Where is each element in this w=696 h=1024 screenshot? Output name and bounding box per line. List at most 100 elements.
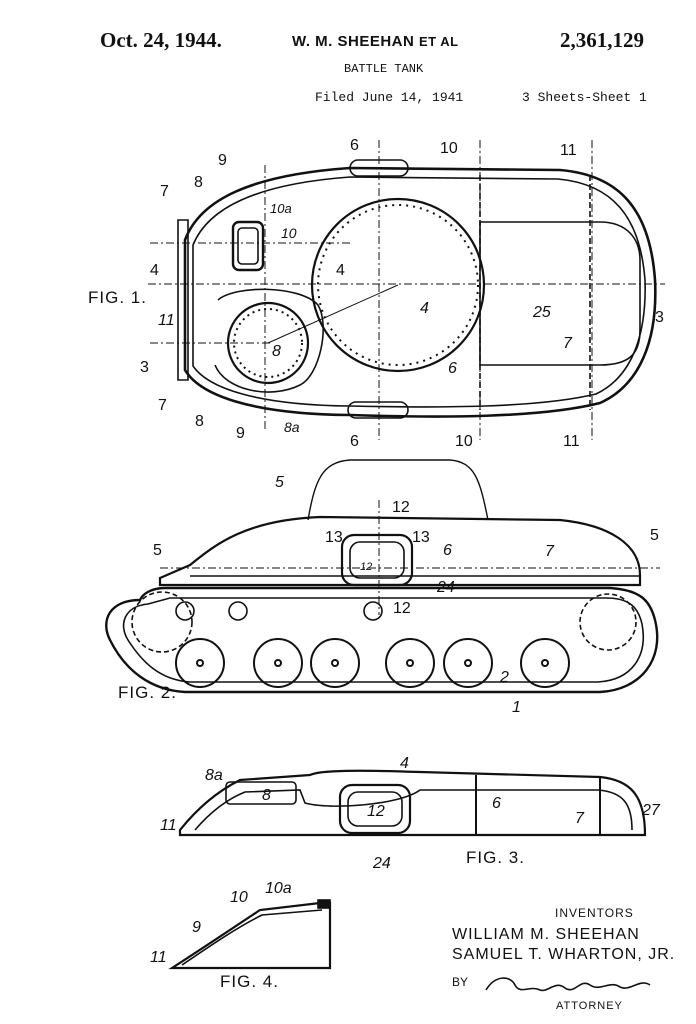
attorney-signature: [485, 977, 651, 992]
fig1-ref-8: 8: [272, 343, 281, 360]
fig4-section-inner: [181, 909, 323, 966]
fig2-label: FIG. 2.: [118, 683, 177, 702]
fig2-ref-1: 1: [512, 699, 521, 716]
fig1-ref-11-top: 11: [560, 142, 577, 159]
fig3-hatch: [338, 783, 412, 835]
inventor-name: W. M. SHEEHAN: [292, 33, 415, 50]
fig1-ref-10-top: 10: [440, 140, 458, 157]
fig3-ref-4: 4: [400, 755, 409, 772]
fig1-ref-10a: 10a: [270, 201, 292, 216]
fig1-turret-ring-inner: [317, 204, 479, 366]
fig4-flange: [317, 899, 331, 909]
inventor-header: W. M. SHEEHAN ET AL: [292, 33, 459, 50]
fig3-hatch-inner: [347, 791, 403, 827]
fig2-hatch: [340, 533, 414, 587]
fig1-ref-10: 10: [281, 225, 297, 241]
fig1-ref-4: 4: [420, 300, 429, 317]
fig1-ref-11-bottom: 11: [563, 433, 580, 450]
fig2-return-rollers: [175, 601, 383, 621]
inventor-name-1: WILLIAM M. SHEEHAN: [452, 926, 640, 943]
fig3-drawing: 8a 8 4 12 6 7 27 11 24: [160, 755, 661, 872]
fig1-label: FIG. 1.: [88, 288, 147, 307]
fig1-turret-ring: [310, 197, 486, 373]
fig1-hatch-ring: [226, 301, 310, 385]
fig4-ref-11: 11: [150, 949, 167, 966]
fig1-ref-8-bottom: 8: [195, 413, 204, 430]
fig1-hull-inner: [192, 176, 646, 408]
fig1-ref-6-bottom: 6: [350, 433, 359, 450]
fig2-ref-12-hatch: 12: [360, 561, 372, 573]
fig1-ref-3-right: 3: [655, 309, 664, 326]
filed-date: Filed June 14, 1941: [315, 90, 464, 105]
fig2-idler: [131, 591, 193, 653]
fig2-ref-2: 2: [499, 669, 509, 686]
fig1-ref-6-circled: 6: [448, 360, 457, 377]
fig2-ref-13-left: 13: [325, 529, 343, 546]
fig2-ref-6: 6: [443, 542, 452, 559]
fig3-hull-inner: [194, 789, 633, 831]
fig3-ref-12: 12: [367, 803, 385, 820]
fig1-vision-port-inner: [237, 227, 259, 265]
fig2-road-wheels: [175, 638, 570, 688]
fig1-turret-radius: [267, 284, 399, 344]
patent-number: 2,361,129: [560, 28, 644, 52]
fig4-ref-9: 9: [192, 919, 201, 936]
fig2-hull: [158, 515, 642, 587]
fig1-ref-8-top: 8: [194, 174, 203, 191]
attorney-label: ATTORNEY: [556, 1000, 623, 1012]
patent-date: Oct. 24, 1944.: [100, 28, 222, 52]
fig1-hull-outline: [183, 166, 657, 418]
fig1-hatch-inner: [233, 308, 303, 378]
fig1-ref-6-top: 6: [350, 137, 359, 154]
fig1-ref-9-bottom: 9: [236, 425, 245, 442]
fig4-label: FIG. 4.: [220, 972, 279, 991]
fig1-drawing: 4 8 25 10a 10 11 7 6 8a 3 3 4 4 6 6 10 1…: [140, 137, 665, 450]
fig4-drawing: 10 10a 9 11: [150, 880, 332, 970]
by-label: BY: [452, 975, 469, 989]
fig2-hatch-inner: [349, 541, 405, 579]
fig1-side-bulge-bottom: [347, 401, 409, 419]
fig2-ref-12-bottom: 12: [393, 600, 411, 617]
fig1-ref-8a: 8a: [284, 419, 300, 435]
fig1-ref-7: 7: [563, 335, 573, 352]
fig2-ref-5-left: 5: [153, 542, 162, 559]
fig2-ref-5-right: 5: [650, 527, 659, 544]
fig2-ref-13-right: 13: [412, 529, 430, 546]
fig2-ref-5-top: 5: [275, 474, 284, 491]
fig1-ref-7-bottom: 7: [158, 397, 167, 414]
fig2-ref-12-top: 12: [392, 499, 410, 516]
fig2-drawing: 5 12 12 13 13 12 6 7 24 5 5 2 1: [105, 459, 660, 716]
fig3-hatch-8-block: [225, 781, 297, 805]
fig2-sprocket: [579, 593, 637, 651]
fig1-front-plate: [177, 219, 189, 381]
fig2-track: [105, 586, 659, 694]
inventors-heading: INVENTORS: [555, 906, 634, 920]
fig3-ref-24: 24: [372, 855, 391, 872]
fig3-ref-7: 7: [575, 810, 585, 827]
fig2-turret-dome: [307, 459, 489, 521]
fig3-ref-11: 11: [160, 817, 177, 834]
fig2-ref-24: 24: [436, 579, 455, 596]
fig4-ref-10a: 10a: [265, 880, 292, 897]
fig3-ref-8a: 8a: [205, 767, 223, 784]
fig2-ref-7: 7: [545, 543, 555, 560]
fig1-vision-port: [231, 220, 265, 272]
fig1-ref-10-bottom: 10: [455, 433, 473, 450]
fig4-ref-10: 10: [230, 889, 248, 906]
fig1-hatch-coaming: [214, 288, 324, 393]
fig1-rear-panel: [479, 221, 641, 366]
fig3-hull-section: [178, 769, 647, 837]
fig3-ref-6: 6: [492, 795, 501, 812]
et-al: ET AL: [419, 34, 459, 49]
fig1-ref-25: 25: [532, 304, 551, 321]
fig1-ref-11: 11: [158, 312, 175, 329]
fig1-ref-7-top: 7: [160, 183, 169, 200]
fig1-ref-4-left: 4: [150, 262, 159, 279]
fig1-ref-3-left: 3: [140, 359, 149, 376]
fig3-ref-8: 8: [262, 787, 271, 804]
fig3-ref-27: 27: [641, 802, 661, 819]
patent-title: BATTLE TANK: [344, 62, 424, 76]
fig1-ref-4-mid: 4: [336, 262, 345, 279]
fig1-ref-9-top: 9: [218, 152, 227, 169]
